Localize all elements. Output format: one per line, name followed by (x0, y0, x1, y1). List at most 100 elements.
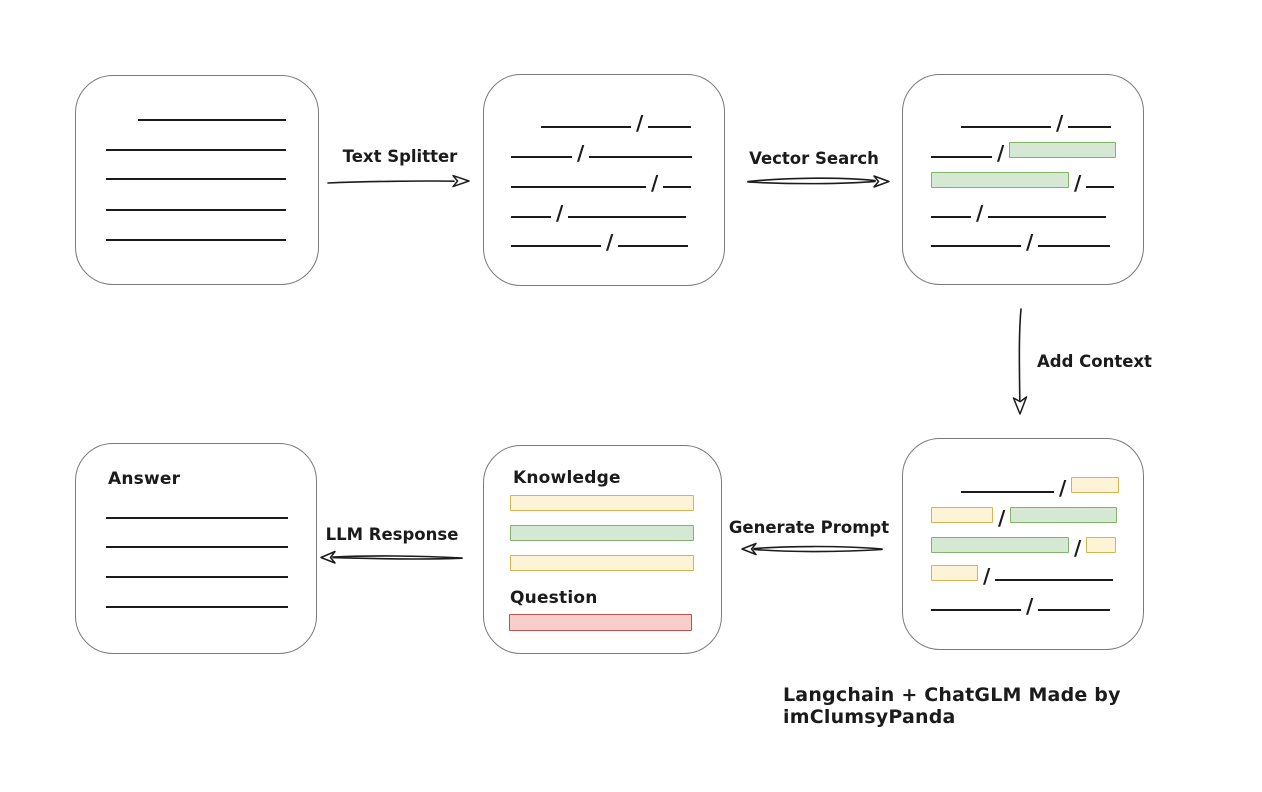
chunk-row (106, 219, 286, 241)
separator-slash: / (976, 201, 984, 225)
text-line (106, 606, 288, 608)
generate-prompt-arrow-icon (741, 542, 883, 556)
text-line (106, 239, 286, 241)
separator-slash: / (983, 564, 991, 588)
yellow-highlight-chunk (1086, 537, 1117, 553)
text-line (663, 186, 692, 188)
add-context-arrow-icon (1012, 308, 1028, 415)
text-line (1038, 609, 1111, 611)
yellow-highlight-chunk (931, 507, 993, 523)
chunk-row (509, 609, 692, 631)
text-line (961, 126, 1051, 128)
knowledge-label: Knowledge (513, 468, 621, 488)
text-line (511, 186, 646, 188)
text-line (106, 149, 286, 151)
chunk-row: / (931, 589, 1111, 616)
yellow-highlight-chunk (931, 565, 978, 581)
text-line (988, 216, 1107, 218)
text-line (931, 245, 1021, 247)
text-splitter-label: Text Splitter (342, 147, 458, 166)
yellow-highlight-chunk (510, 495, 694, 511)
separator-slash: / (651, 171, 659, 195)
llm-response-arrow-icon (320, 550, 463, 564)
text-line (931, 609, 1021, 611)
separator-slash: / (1074, 171, 1082, 195)
chunk-row (510, 519, 694, 541)
green-highlight-chunk (931, 172, 1069, 188)
text-line (106, 178, 286, 180)
chunk-row (106, 129, 286, 151)
attribution-text: Langchain + ChatGLM Made by imClumsyPand… (783, 684, 1121, 728)
text-line (648, 126, 692, 128)
yellow-highlight-chunk (510, 555, 694, 571)
text-line (618, 245, 689, 247)
chunk-row: / (511, 166, 692, 193)
chunk-row: / (931, 166, 1115, 193)
text-line (511, 156, 572, 158)
text-splitter-arrow-icon (327, 174, 470, 188)
split-chunks-box: ///// (483, 74, 725, 286)
text-line (106, 576, 288, 578)
source-document-box (75, 75, 319, 285)
vector-search-arrow-icon (747, 175, 890, 188)
text-line (589, 156, 693, 158)
vector-search-label: Vector Search (749, 149, 879, 168)
text-line (511, 245, 601, 247)
green-highlight-chunk (510, 525, 694, 541)
chunk-row: / (931, 136, 1117, 163)
separator-slash: / (998, 506, 1006, 530)
chunk-row: / (931, 559, 1114, 586)
text-line (138, 119, 286, 121)
chunk-row: / (961, 106, 1112, 133)
chunk-row (138, 99, 286, 121)
add-context-label: Add Context (1037, 352, 1152, 371)
separator-slash: / (1026, 230, 1034, 254)
text-line (568, 216, 687, 218)
text-line (541, 126, 631, 128)
answer-box: Answer (75, 443, 317, 654)
chunk-row: / (961, 471, 1120, 498)
chunk-row (106, 158, 286, 180)
text-line (106, 517, 288, 519)
chunk-row (106, 586, 288, 608)
chunk-row (510, 549, 694, 571)
chunk-row: / (931, 196, 1107, 223)
chunk-row: / (931, 501, 1118, 528)
separator-slash: / (1074, 536, 1082, 560)
answer-label: Answer (108, 469, 181, 489)
red-highlight-chunk (509, 614, 692, 631)
chunk-row: / (511, 136, 693, 163)
text-line (1086, 186, 1115, 188)
generate-prompt-label: Generate Prompt (728, 518, 890, 537)
chunk-row (106, 556, 288, 578)
yellow-highlight-chunk (1071, 477, 1120, 493)
chunk-row (510, 489, 694, 511)
context-chunks-box: ///// (902, 438, 1144, 650)
text-line (961, 491, 1054, 493)
chunk-row: / (931, 225, 1111, 252)
text-line (931, 216, 971, 218)
chunk-row (106, 497, 288, 519)
text-line (106, 546, 288, 548)
separator-slash: / (636, 111, 644, 135)
green-highlight-chunk (931, 537, 1069, 553)
chunk-row: / (931, 531, 1117, 558)
separator-slash: / (556, 201, 564, 225)
chunk-row: / (511, 196, 687, 223)
retrieved-chunks-box: ///// (902, 74, 1144, 285)
text-line (1068, 126, 1112, 128)
green-highlight-chunk (1009, 142, 1117, 158)
prompt-box: Knowledge Question (483, 445, 722, 654)
separator-slash: / (1056, 111, 1064, 135)
separator-slash: / (1059, 476, 1067, 500)
text-line (995, 579, 1114, 581)
chunk-row (106, 526, 288, 548)
green-highlight-chunk (1010, 507, 1118, 523)
chunk-row (106, 189, 286, 211)
text-line (106, 209, 286, 211)
llm-response-label: LLM Response (325, 525, 459, 544)
text-line (1038, 245, 1111, 247)
separator-slash: / (577, 141, 585, 165)
chunk-row: / (541, 106, 692, 133)
